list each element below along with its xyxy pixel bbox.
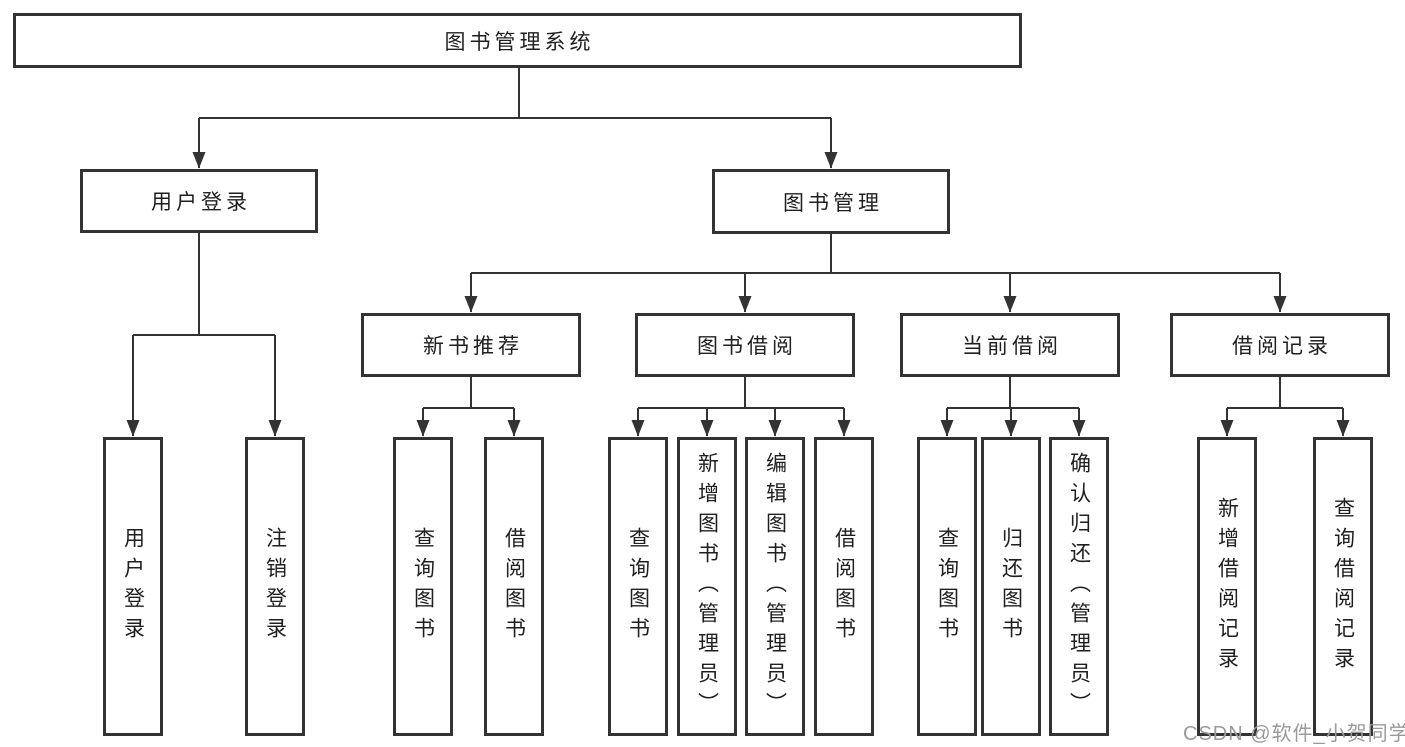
root-node-label: 图书管理系统: [444, 30, 595, 54]
leaf-return-book: 归还图书: [981, 437, 1041, 736]
node-current-borrowing: 当前借阅: [900, 313, 1120, 377]
leaf-confirm-return-admin-label: 确认归还（管理员）: [1067, 451, 1091, 722]
leaf-add-book-admin: 新增图书（管理员）: [677, 437, 737, 736]
leaf-query-borrow-record: 查询借阅记录: [1313, 437, 1373, 736]
leaf-add-borrow-record-label: 新增借阅记录: [1215, 496, 1239, 677]
leaf-edit-book-admin: 编辑图书（管理员）: [745, 437, 805, 736]
leaf-borrow-books-borrowing-label: 借阅图书: [832, 526, 856, 647]
leaf-query-borrow-record-label: 查询借阅记录: [1331, 496, 1355, 677]
root-node-library-management-system: 图书管理系统: [13, 13, 1022, 68]
node-user-login: 用户登录: [80, 169, 318, 233]
leaf-query-books-recommend-label: 查询图书: [411, 526, 435, 647]
leaf-add-book-admin-label: 新增图书（管理员）: [695, 451, 719, 722]
leaf-return-book-label: 归还图书: [999, 526, 1023, 647]
leaf-add-borrow-record: 新增借阅记录: [1197, 437, 1257, 736]
leaf-user-login-label: 用户登录: [121, 526, 145, 647]
csdn-watermark: CSDN @软件_小贺同学: [1183, 723, 1405, 745]
leaf-edit-book-admin-label: 编辑图书（管理员）: [763, 451, 787, 722]
leaf-logout: 注销登录: [245, 437, 305, 736]
leaf-query-books-current-label: 查询图书: [935, 526, 959, 647]
leaf-query-books-borrowing: 查询图书: [608, 437, 668, 736]
leaf-query-books-borrowing-label: 查询图书: [626, 526, 650, 647]
leaf-borrow-books-borrowing: 借阅图书: [814, 437, 874, 736]
node-book-borrowing: 图书借阅: [635, 313, 855, 377]
leaf-confirm-return-admin: 确认归还（管理员）: [1049, 437, 1109, 736]
node-borrowing-records: 借阅记录: [1170, 313, 1390, 377]
node-user-login-label: 用户登录: [151, 191, 251, 214]
node-borrowing-records-label: 借阅记录: [1232, 335, 1332, 358]
leaf-query-books-current: 查询图书: [917, 437, 977, 736]
leaf-user-login: 用户登录: [103, 437, 163, 736]
node-book-management-label: 图书管理: [783, 191, 883, 215]
leaf-query-books-recommend: 查询图书: [393, 437, 453, 736]
node-book-management: 图书管理: [712, 169, 950, 234]
leaf-borrow-books-recommend-label: 借阅图书: [502, 526, 526, 647]
leaf-borrow-books-recommend: 借阅图书: [484, 437, 544, 736]
node-current-borrowing-label: 当前借阅: [962, 335, 1062, 358]
leaf-logout-label: 注销登录: [263, 526, 287, 647]
node-new-book-recommendation-label: 新书推荐: [423, 335, 523, 358]
node-book-borrowing-label: 图书借阅: [697, 335, 797, 358]
node-new-book-recommendation: 新书推荐: [361, 313, 581, 377]
